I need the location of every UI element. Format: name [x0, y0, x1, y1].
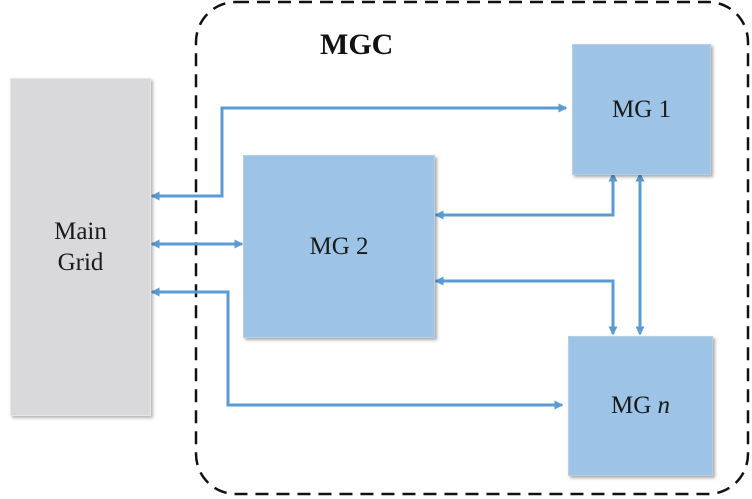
mgn-label: MG n — [611, 390, 670, 421]
arrow-mg2-mgn — [434, 276, 618, 336]
arrow-maingrid-mgn — [150, 287, 564, 410]
main-grid-box: Main Grid — [10, 78, 151, 416]
main-grid-label-line1: Main — [54, 217, 107, 245]
mg1-label: MG 1 — [611, 95, 672, 123]
arrow-mg2-mg1 — [434, 172, 618, 220]
mgn-box: MG n — [568, 336, 713, 476]
main-grid-label-line2: Grid — [57, 249, 104, 276]
arrow-maingrid-mg1 — [150, 103, 568, 201]
mg2-label: MG 2 — [309, 232, 369, 260]
mgn-label-suffix: n — [657, 392, 671, 420]
mg2-box: MG 2 — [243, 155, 435, 338]
mgn-label-prefix: MG — [610, 392, 658, 420]
mg1-box: MG 1 — [572, 44, 711, 175]
mgc-title: MGC — [320, 28, 394, 61]
